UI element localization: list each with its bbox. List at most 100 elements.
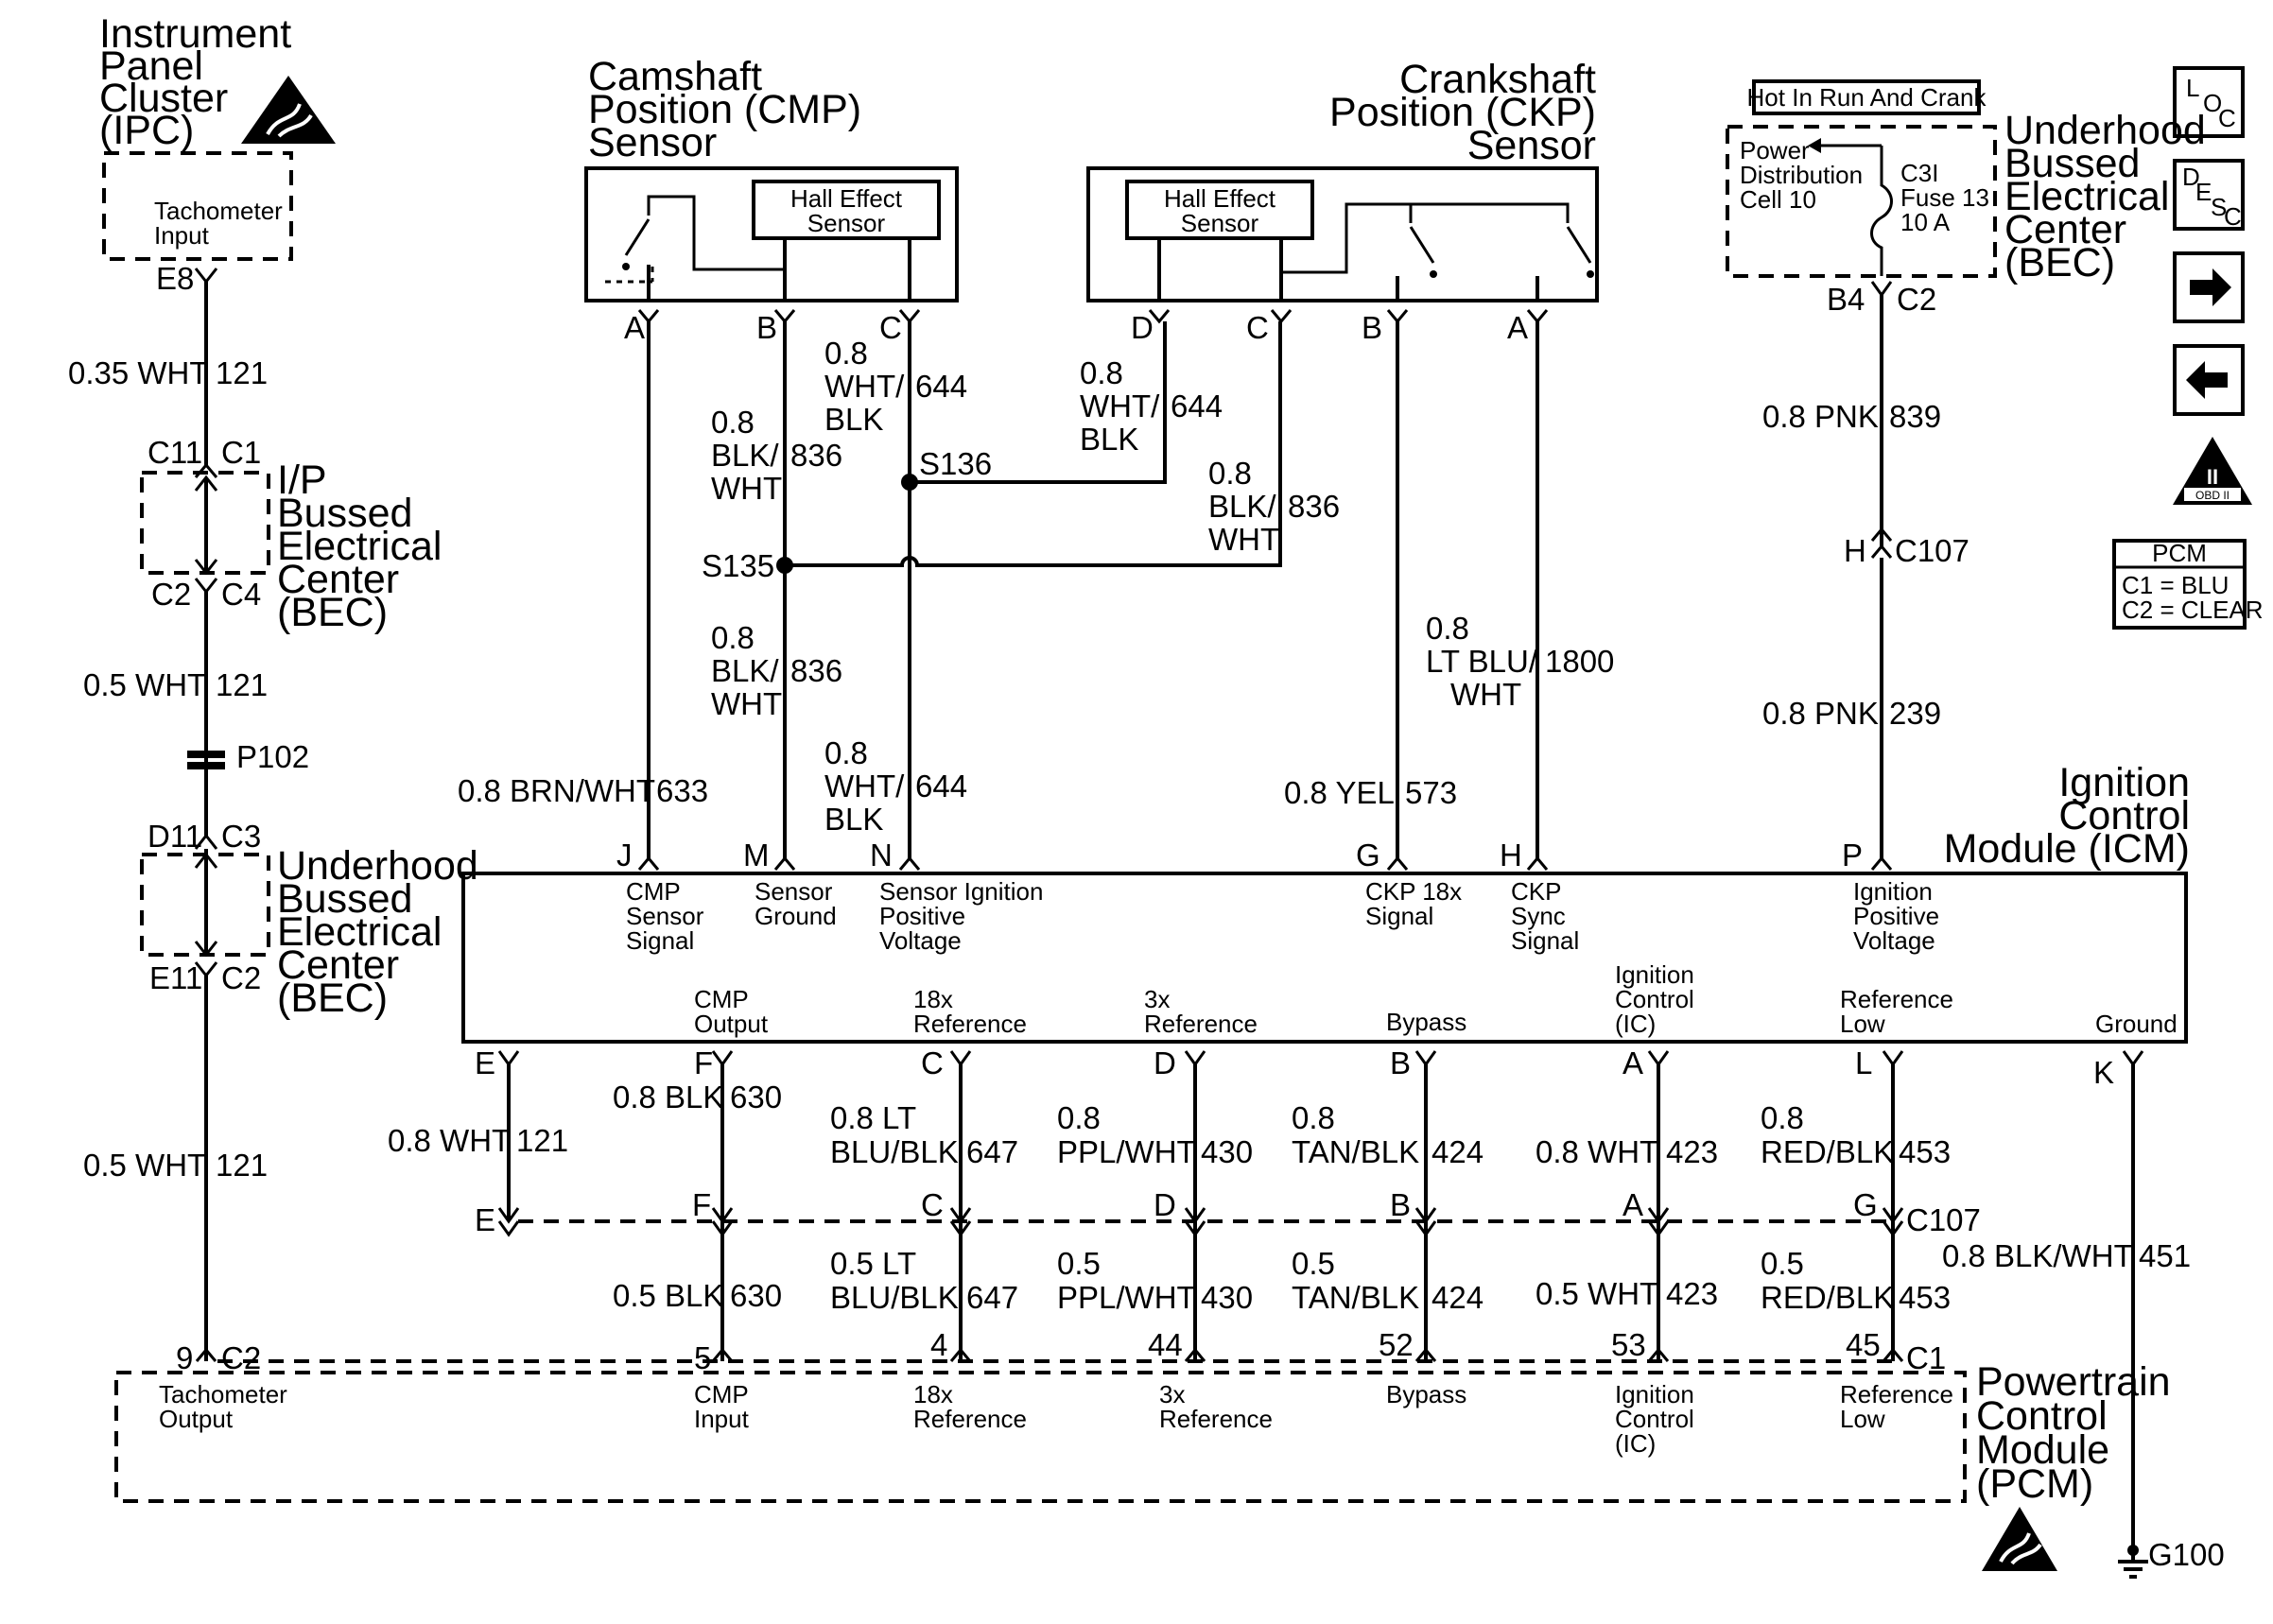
icm-box (461, 872, 2188, 1044)
cmp-pin-c: C (879, 310, 902, 345)
wire-451-circuit: 451 (2139, 1238, 2191, 1273)
ckp-pin-b: B (1362, 310, 1382, 345)
ipc-tach-input-label-2: Input (154, 221, 210, 250)
svg-text:C1 = BLU: C1 = BLU (2122, 571, 2229, 599)
wire-633-circuit: 633 (656, 773, 708, 808)
svg-text:A: A (1622, 1045, 1643, 1080)
svg-text:0.8: 0.8 (1080, 355, 1123, 390)
ckp-pin-d: D (1131, 310, 1154, 345)
wire-453-b-circuit: 453 (1899, 1280, 1951, 1315)
svg-text:Output: Output (694, 1010, 769, 1038)
ckp-pin-a: A (1507, 310, 1528, 345)
wire-836-c-circuit: 836 (1288, 489, 1340, 524)
svg-text:CMP: CMP (694, 1380, 749, 1408)
desc-icon[interactable]: D E S C (2173, 159, 2245, 231)
splice-s135-label: S135 (702, 548, 774, 583)
wire-644-b-circuit: 644 (1171, 389, 1223, 423)
svg-text:Signal: Signal (626, 926, 694, 955)
wire-423-a-circuit: 423 (1666, 1134, 1718, 1169)
cmp-hall-effect-box (752, 180, 941, 240)
fuse-13-symbol (1870, 146, 1893, 276)
wire-121-b-color: 0.5 WHT (83, 667, 206, 702)
connector-p102 (187, 751, 225, 769)
svg-text:WHT: WHT (711, 686, 782, 721)
obd-ii-icon[interactable]: II OBD II (2173, 437, 2252, 505)
wire-630-b-circuit: 630 (730, 1278, 782, 1313)
pcm-connector-legend: PCM C1 = BLU C2 = CLEAR (2112, 539, 2264, 630)
svg-text:II: II (2207, 465, 2218, 489)
svg-text:(BEC): (BEC) (277, 590, 388, 635)
ground-g100-label: G100 (2148, 1537, 2225, 1572)
wire-453-a-circuit: 453 (1899, 1134, 1951, 1169)
svg-text:0.8: 0.8 (824, 336, 868, 371)
cmp-title: Camshaft Position (CMP) Sensor (588, 54, 861, 165)
svg-text:D: D (1154, 1187, 1176, 1222)
svg-text:WHT/: WHT/ (824, 369, 905, 404)
pin-c2-uh: C2 (221, 960, 261, 995)
svg-text:0.5: 0.5 (1057, 1246, 1101, 1281)
wire-647-a-circuit: 647 (966, 1134, 1018, 1169)
wire-121-c-circuit: 121 (216, 1148, 268, 1183)
svg-text:52: 52 (1379, 1327, 1414, 1362)
connector-e8-symbol (194, 268, 218, 285)
svg-text:A: A (1622, 1187, 1643, 1222)
svg-text:BLK: BLK (824, 802, 883, 837)
svg-text:Fuse 13: Fuse 13 (1900, 183, 1989, 212)
pin-c1-pcm: C1 (1906, 1340, 1946, 1375)
svg-text:Low: Low (1840, 1405, 1885, 1433)
svg-text:Position (CKP): Position (CKP) (1329, 90, 1596, 135)
svg-text:Low: Low (1840, 1010, 1885, 1038)
back-arrow-icon[interactable] (2173, 344, 2245, 416)
pcm-title: Powertrain Control Module (PCM) (1976, 1359, 2171, 1507)
svg-text:0.8: 0.8 (1208, 456, 1252, 491)
svg-text:45: 45 (1846, 1327, 1881, 1362)
svg-text:Ignition: Ignition (1615, 1380, 1694, 1408)
wire-630-b-color: 0.5 BLK (613, 1278, 723, 1313)
wire-121-a-circuit: 121 (216, 355, 268, 390)
svg-text:Cell 10: Cell 10 (1740, 185, 1816, 214)
wire-839-circuit: 839 (1889, 399, 1941, 434)
svg-text:Control: Control (1615, 985, 1694, 1013)
svg-text:Control: Control (1976, 1393, 2108, 1439)
svg-text:D: D (2182, 163, 2200, 191)
icm-title: Ignition Control Module (ICM) (1944, 760, 2190, 872)
next-arrow-icon[interactable] (2173, 251, 2245, 323)
fuse-13-label: C3I Fuse 13 10 A (1900, 159, 1989, 236)
svg-text:Signal: Signal (1365, 902, 1433, 930)
svg-text:Position (CMP): Position (CMP) (588, 87, 861, 132)
icm-bottom-labels: CMP Output 18x Reference 3x Reference By… (694, 960, 2178, 1038)
wire-836-a-circuit: 836 (790, 438, 842, 473)
wire-430-a-circuit: 430 (1201, 1134, 1253, 1169)
ipc-title: Instrument Panel Cluster (IPC) (99, 11, 291, 153)
loc-icon[interactable]: L O C (2173, 66, 2245, 138)
svg-text:PPL/WHT: PPL/WHT (1057, 1134, 1196, 1169)
pin-c2-pcm: C2 (221, 1340, 261, 1375)
svg-text:CMP: CMP (626, 877, 681, 906)
svg-text:Reference: Reference (1144, 1010, 1258, 1038)
cmp-sensor-box (584, 166, 959, 302)
wire-430-b-circuit: 430 (1201, 1280, 1253, 1315)
svg-text:BLU/BLK: BLU/BLK (830, 1280, 959, 1315)
svg-text:WHT/: WHT/ (824, 769, 905, 803)
wire-121-c-color: 0.5 WHT (83, 1148, 206, 1183)
icm-top-pins: J M N G H P (616, 838, 1893, 872)
svg-text:N: N (870, 838, 893, 872)
esd-warning-icon (241, 76, 336, 144)
ipc-box (102, 151, 293, 261)
svg-text:Underhood: Underhood (277, 843, 478, 889)
svg-text:0.8: 0.8 (711, 405, 755, 440)
wire-121-d-circuit: 121 (516, 1123, 568, 1158)
ground-g100-symbol (2118, 1545, 2148, 1579)
svg-text:L: L (2186, 74, 2199, 102)
svg-text:WHT: WHT (1208, 522, 1279, 557)
wire-573-color: 0.8 YEL (1284, 775, 1395, 810)
svg-text:Underhood: Underhood (2004, 108, 2206, 153)
svg-text:44: 44 (1148, 1327, 1183, 1362)
svg-text:Positive: Positive (879, 902, 965, 930)
wire-644-a-circuit: 644 (915, 369, 967, 404)
svg-text:G: G (1356, 838, 1380, 872)
wire-633-color: 0.8 BRN/WHT (458, 773, 655, 808)
svg-text:PCM: PCM (2152, 539, 2207, 567)
cmp-pin-a: A (624, 310, 645, 345)
svg-text:Electrical: Electrical (277, 909, 442, 955)
